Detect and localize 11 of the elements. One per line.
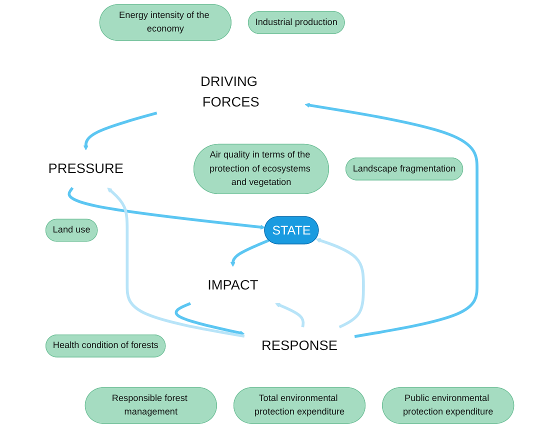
arrow xyxy=(68,186,266,230)
node-text: IMPACT xyxy=(208,278,258,293)
arrow xyxy=(83,112,158,150)
node-text: RESPONSE xyxy=(262,338,338,354)
node-text: DRIVING FORCES xyxy=(200,74,260,110)
arrow xyxy=(316,238,365,328)
arrow xyxy=(107,188,245,338)
node-text: PRESSURE xyxy=(48,161,124,176)
arrow xyxy=(230,239,270,267)
arrow xyxy=(304,102,478,338)
arrow xyxy=(174,302,245,336)
